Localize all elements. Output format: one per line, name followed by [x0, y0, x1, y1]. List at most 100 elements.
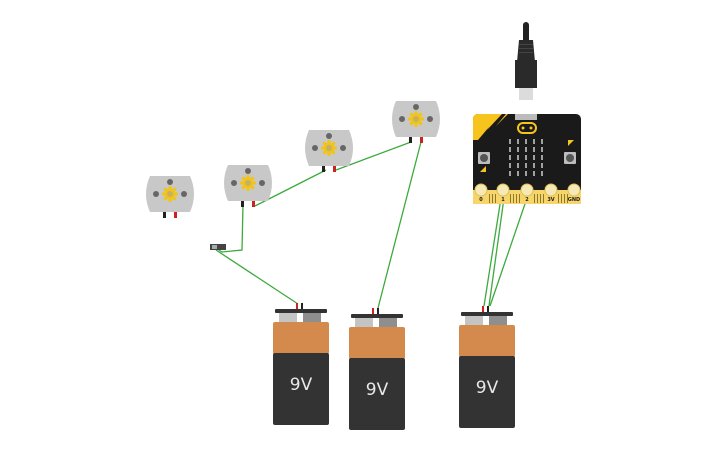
wire-microbit-pin2-battery3-neg[interactable]: [489, 197, 528, 307]
pin-pad-2[interactable]: [520, 183, 534, 197]
pin-pad-3v[interactable]: [544, 183, 558, 197]
led: [533, 155, 535, 160]
led: [517, 147, 519, 152]
battery-9v[interactable]: 9V: [349, 308, 405, 430]
battery-9v[interactable]: 9V: [273, 303, 329, 425]
motor-mount-hole: [399, 116, 405, 122]
wire-microbit-pin1-battery3-pos[interactable]: [483, 197, 502, 307]
led: [541, 155, 543, 160]
motor-mount-hole: [167, 179, 173, 185]
button-a[interactable]: [478, 152, 490, 164]
motor-mount-hole: [326, 133, 332, 139]
dc-motor[interactable]: [305, 130, 353, 172]
pin-pad-0[interactable]: [474, 183, 488, 197]
pin-label: GND: [568, 197, 580, 203]
battery-snap: [275, 309, 327, 313]
wire-switch-battery1[interactable]: [215, 249, 299, 305]
motor-terminal-neg[interactable]: [241, 201, 244, 207]
pin-label: 1: [501, 197, 505, 203]
pin-label: 2: [525, 197, 529, 203]
logo-b-icon: [568, 140, 574, 146]
pin-label: 0: [479, 197, 483, 203]
led: [541, 139, 543, 144]
motor-mount-hole: [245, 168, 251, 174]
motor-mount-hole: [153, 191, 159, 197]
motor-mount-hole: [312, 145, 318, 151]
led: [517, 155, 519, 160]
motors: [146, 101, 440, 218]
battery-terminal-pos[interactable]: [372, 308, 374, 314]
pin-label: 3V: [547, 197, 554, 203]
motor-mount-hole: [340, 145, 346, 151]
edge-connector-tooth: [495, 194, 496, 203]
edge-connector-tooth: [489, 194, 490, 203]
edge-pins: 0 1 2 3V GND: [474, 183, 581, 203]
motor-mount-hole: [181, 191, 187, 197]
battery-terminal-neg[interactable]: [377, 308, 379, 314]
dc-motor[interactable]: [224, 165, 272, 207]
battery-terminal-neg[interactable]: [301, 303, 303, 309]
motor-mount-hole: [231, 180, 237, 186]
led-matrix: [509, 139, 543, 176]
battery-snap: [351, 314, 403, 318]
edge-connector-tooth: [558, 194, 559, 203]
led: [525, 139, 527, 144]
led: [541, 147, 543, 152]
edge-connector-tooth: [567, 194, 568, 203]
edge-connector-tooth: [561, 194, 562, 203]
batteries: 9V 9V 9V: [273, 303, 515, 430]
wire-microbit-pin1-battery3-neg[interactable]: [488, 197, 505, 307]
button-b[interactable]: [564, 152, 576, 164]
edge-connector-tooth: [534, 194, 535, 203]
motor-terminal-neg[interactable]: [322, 166, 325, 172]
battery-terminal-pos[interactable]: [482, 306, 484, 312]
led: [525, 163, 527, 168]
battery-terminal-pos[interactable]: [296, 303, 298, 309]
led: [509, 155, 511, 160]
led: [541, 163, 543, 168]
motor-terminal-neg[interactable]: [409, 137, 412, 143]
battery-label: 9V: [366, 380, 389, 400]
battery-terminal-neg[interactable]: [487, 306, 489, 312]
led: [541, 171, 543, 176]
wire-motor4-battery2[interactable]: [377, 141, 422, 309]
battery-9v[interactable]: 9V: [459, 306, 515, 428]
edge-connector-tooth: [510, 194, 511, 203]
edge-connector-tooth: [540, 194, 541, 203]
motor-terminal-pos[interactable]: [174, 212, 177, 218]
slide-switch[interactable]: [210, 244, 226, 250]
motor-mount-hole: [413, 104, 419, 110]
led: [533, 147, 535, 152]
edge-connector-tooth: [537, 194, 538, 203]
pin-pad-1[interactable]: [496, 183, 510, 197]
led: [517, 163, 519, 168]
led: [509, 171, 511, 176]
pin-pad-gnd[interactable]: [567, 183, 581, 197]
led: [525, 155, 527, 160]
edge-connector-tooth: [519, 194, 520, 203]
gear-icon: [240, 175, 256, 191]
logo-a-icon: [480, 166, 486, 172]
led: [525, 171, 527, 176]
edge-connector-tooth: [564, 194, 565, 203]
microbit[interactable]: 0 1 2 3V GND: [473, 114, 581, 204]
dc-motor[interactable]: [146, 176, 194, 218]
led: [517, 139, 519, 144]
led: [509, 163, 511, 168]
led: [517, 171, 519, 176]
motor-terminal-neg[interactable]: [163, 212, 166, 218]
led: [533, 171, 535, 176]
motor-terminal-pos[interactable]: [420, 137, 423, 143]
dc-motor[interactable]: [392, 101, 440, 143]
edge-connector-tooth: [543, 194, 544, 203]
usb-cable[interactable]: [515, 22, 537, 100]
battery-snap: [461, 312, 513, 316]
motor-mount-hole: [427, 116, 433, 122]
battery-label: 9V: [290, 375, 313, 395]
motor-terminal-pos[interactable]: [252, 201, 255, 207]
edge-connector-tooth: [492, 194, 493, 203]
gear-icon: [162, 186, 178, 202]
motor-terminal-pos[interactable]: [333, 166, 336, 172]
led: [533, 163, 535, 168]
